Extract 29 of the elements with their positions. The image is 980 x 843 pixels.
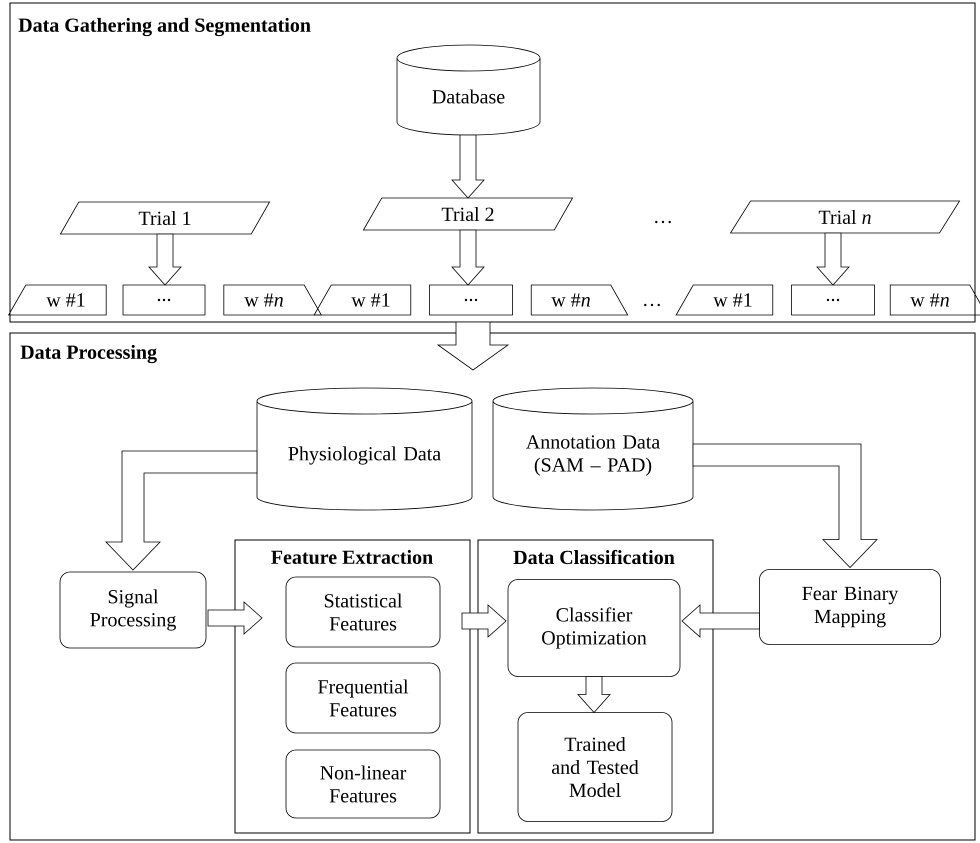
block-arrow [462, 604, 507, 638]
process-box: Frequential Features [286, 662, 440, 734]
ellipsis: … [644, 304, 660, 306]
block-arrow [148, 234, 182, 286]
window-box: ... [791, 284, 875, 316]
process-box: Statistical Features [286, 576, 440, 648]
block-arrow [105, 450, 258, 571]
database-cylinder: Database [396, 44, 540, 136]
process-box: Fear Binary Mapping [759, 569, 941, 645]
window-box: w #n [530, 284, 628, 316]
window-box: w #n [890, 284, 980, 316]
database-cylinder: Physiological Data [256, 388, 472, 510]
block-arrow [577, 676, 611, 714]
process-box: Signal Processing [60, 572, 206, 648]
window-box: ... [122, 284, 206, 316]
block-arrow [816, 232, 850, 286]
block-arrow [451, 230, 485, 286]
ellipsis: … [655, 220, 671, 224]
database-cylinder: Annotation Data (SAM – PAD) [492, 388, 694, 510]
block-arrow [436, 322, 510, 370]
block-arrow [681, 604, 760, 638]
process-box: Non-linear Features [286, 750, 440, 818]
process-box: Trained and Tested Model [518, 712, 672, 822]
block-arrow [692, 444, 878, 568]
block-arrow [451, 134, 485, 199]
block-arrow [208, 601, 263, 635]
process-box: Classifier Optimization [508, 579, 680, 677]
window-box: w #n [223, 284, 322, 316]
window-box: ... [429, 284, 513, 316]
